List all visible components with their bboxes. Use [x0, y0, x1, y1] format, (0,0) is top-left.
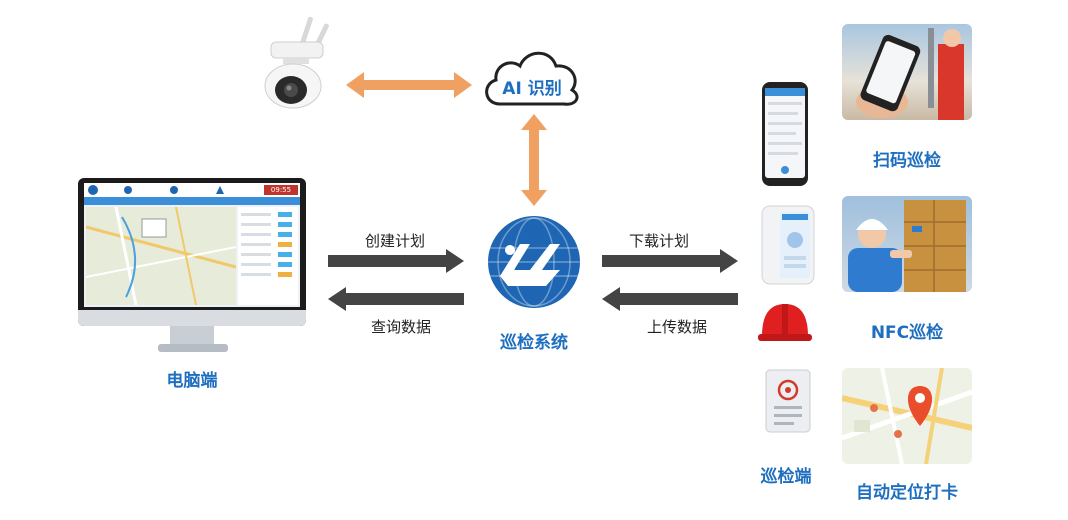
screen-header: 09:55 [84, 183, 300, 198]
nfc-photo [842, 196, 972, 292]
monitor-stand [170, 326, 214, 346]
globe-logo-icon [488, 216, 580, 308]
monitor-screen: 09:55 [84, 183, 300, 307]
list-rows-icon [241, 212, 292, 277]
upload-data-label: 上传数据 [646, 318, 707, 336]
system-logo [486, 214, 582, 310]
ai-cloud: AI 识别 [478, 44, 584, 110]
pc-label: 电脑端 [166, 371, 218, 391]
scan-phone-icon [856, 28, 964, 120]
pc-monitor: 09:55 [78, 178, 306, 326]
screen-list-panel [238, 207, 298, 305]
scan-label: 扫码巡检 [873, 151, 941, 171]
cloud-icon [485, 51, 579, 106]
create-plan-arrow [328, 249, 464, 273]
screen-alert-icon [216, 186, 224, 194]
helmet-device [756, 298, 814, 348]
screen-check-icon [124, 186, 132, 194]
monitor-base [158, 344, 228, 352]
create-plan-label: 创建计划 [364, 232, 425, 250]
query-data-label: 查询数据 [370, 318, 431, 336]
monitor-chin [78, 310, 306, 326]
pda-icon [761, 205, 815, 285]
phone-screen [765, 88, 805, 178]
map-lines-icon [85, 206, 237, 306]
screen-toolbar [84, 197, 300, 205]
smartphone-device [762, 82, 808, 186]
screen-map [85, 206, 237, 306]
phone-app-icon [765, 88, 805, 174]
screen-user-icon [170, 186, 178, 194]
download-plan-arrow [602, 249, 738, 273]
security-camera [255, 14, 345, 114]
nfc-worker-icon [848, 200, 966, 292]
query-data-arrow [328, 287, 464, 311]
download-plan-label: 下载计划 [628, 232, 689, 250]
nfc-reader-icon [765, 369, 811, 433]
map-photo [842, 368, 972, 464]
ai-system-arrow [521, 114, 547, 206]
nfc-label: NFC巡检 [870, 323, 944, 343]
helmet-icon [758, 304, 812, 341]
terminal-label: 巡检端 [760, 467, 812, 487]
screen-clock-text: 09:55 [270, 186, 292, 194]
map-pin-icon [842, 368, 972, 464]
ai-label: AI 识别 [502, 79, 562, 99]
camera-ai-arrow [346, 72, 472, 98]
scan-photo [842, 24, 972, 120]
screen-logo-icon [88, 185, 98, 195]
auto-location-label: 自动定位打卡 [856, 483, 958, 503]
nfc-reader-device [764, 368, 812, 434]
pda-device [760, 204, 816, 286]
upload-data-arrow [602, 287, 738, 311]
camera-icon [264, 16, 329, 109]
system-label: 巡检系统 [500, 333, 568, 353]
screen-clock: 09:55 [264, 185, 298, 195]
